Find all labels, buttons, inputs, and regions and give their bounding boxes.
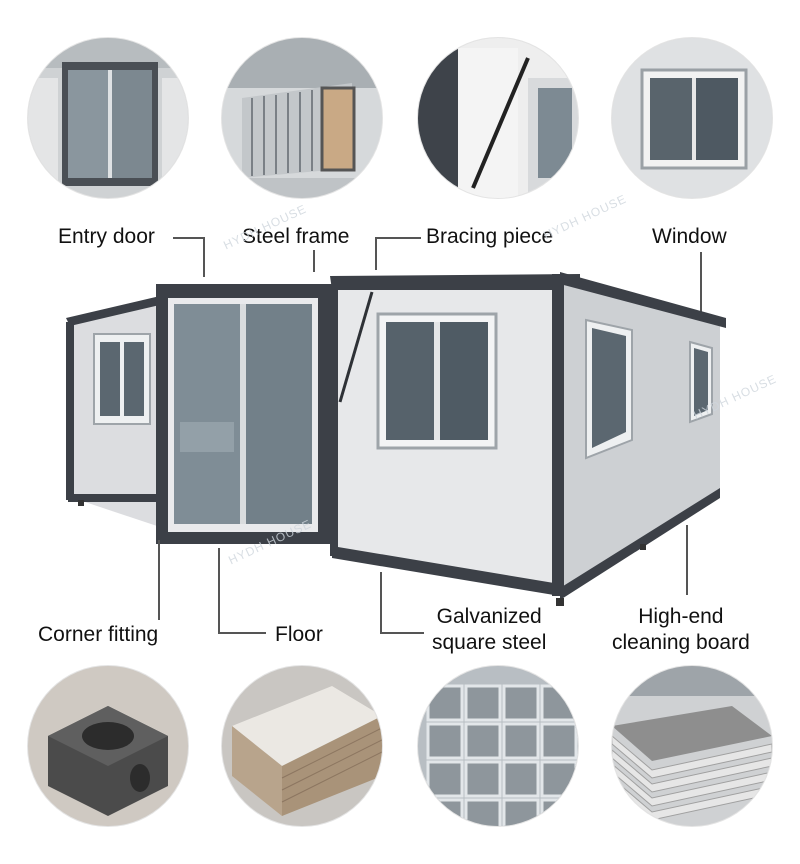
leader-line-steel-frame <box>313 250 315 272</box>
label-galvanized-line-2: square steel <box>432 631 547 654</box>
label-window: Window <box>652 225 727 248</box>
label-entry-door: Entry door <box>58 225 155 248</box>
bracing-piece-photo <box>418 38 578 198</box>
leader-line-corner-fitting <box>158 540 160 620</box>
label-galvanized-square-steel: Galvanized square steel <box>432 604 546 656</box>
steel-frame-photo <box>222 38 382 198</box>
leader-line-entry-door <box>173 237 203 239</box>
label-galvanized-line-1: Galvanized <box>436 605 542 628</box>
corner-fitting-photo <box>28 666 188 826</box>
leader-line-window <box>700 252 702 312</box>
leader-line-galvanized <box>380 572 382 632</box>
expandable-container-house <box>60 262 740 612</box>
watermark: HYDH HOUSE <box>541 191 629 243</box>
window-photo <box>612 38 772 198</box>
label-cleaning-board: High-end cleaning board <box>612 604 750 656</box>
label-cleaning-line-2: cleaning board <box>612 631 750 654</box>
floor-board-photo <box>222 666 382 826</box>
label-bracing-piece: Bracing piece <box>426 225 554 248</box>
label-cleaning-line-1: High-end <box>638 605 724 628</box>
leader-line-floor-h <box>218 632 266 634</box>
galvanized-steel-photo <box>418 666 578 826</box>
leader-line-bracing-piece-v <box>375 237 377 270</box>
label-steel-frame: Steel frame <box>242 225 350 248</box>
leader-line-bracing-piece <box>375 237 421 239</box>
leader-line-galvanized-h <box>380 632 424 634</box>
label-corner-fitting: Corner fitting <box>38 623 159 646</box>
cleaning-board-photo <box>612 666 772 826</box>
leader-line-floor <box>218 548 220 632</box>
leader-line-cleaning-board <box>686 525 688 595</box>
entry-door-photo <box>28 38 188 198</box>
label-floor: Floor <box>275 623 323 646</box>
leader-line-entry-door-v <box>203 237 205 277</box>
